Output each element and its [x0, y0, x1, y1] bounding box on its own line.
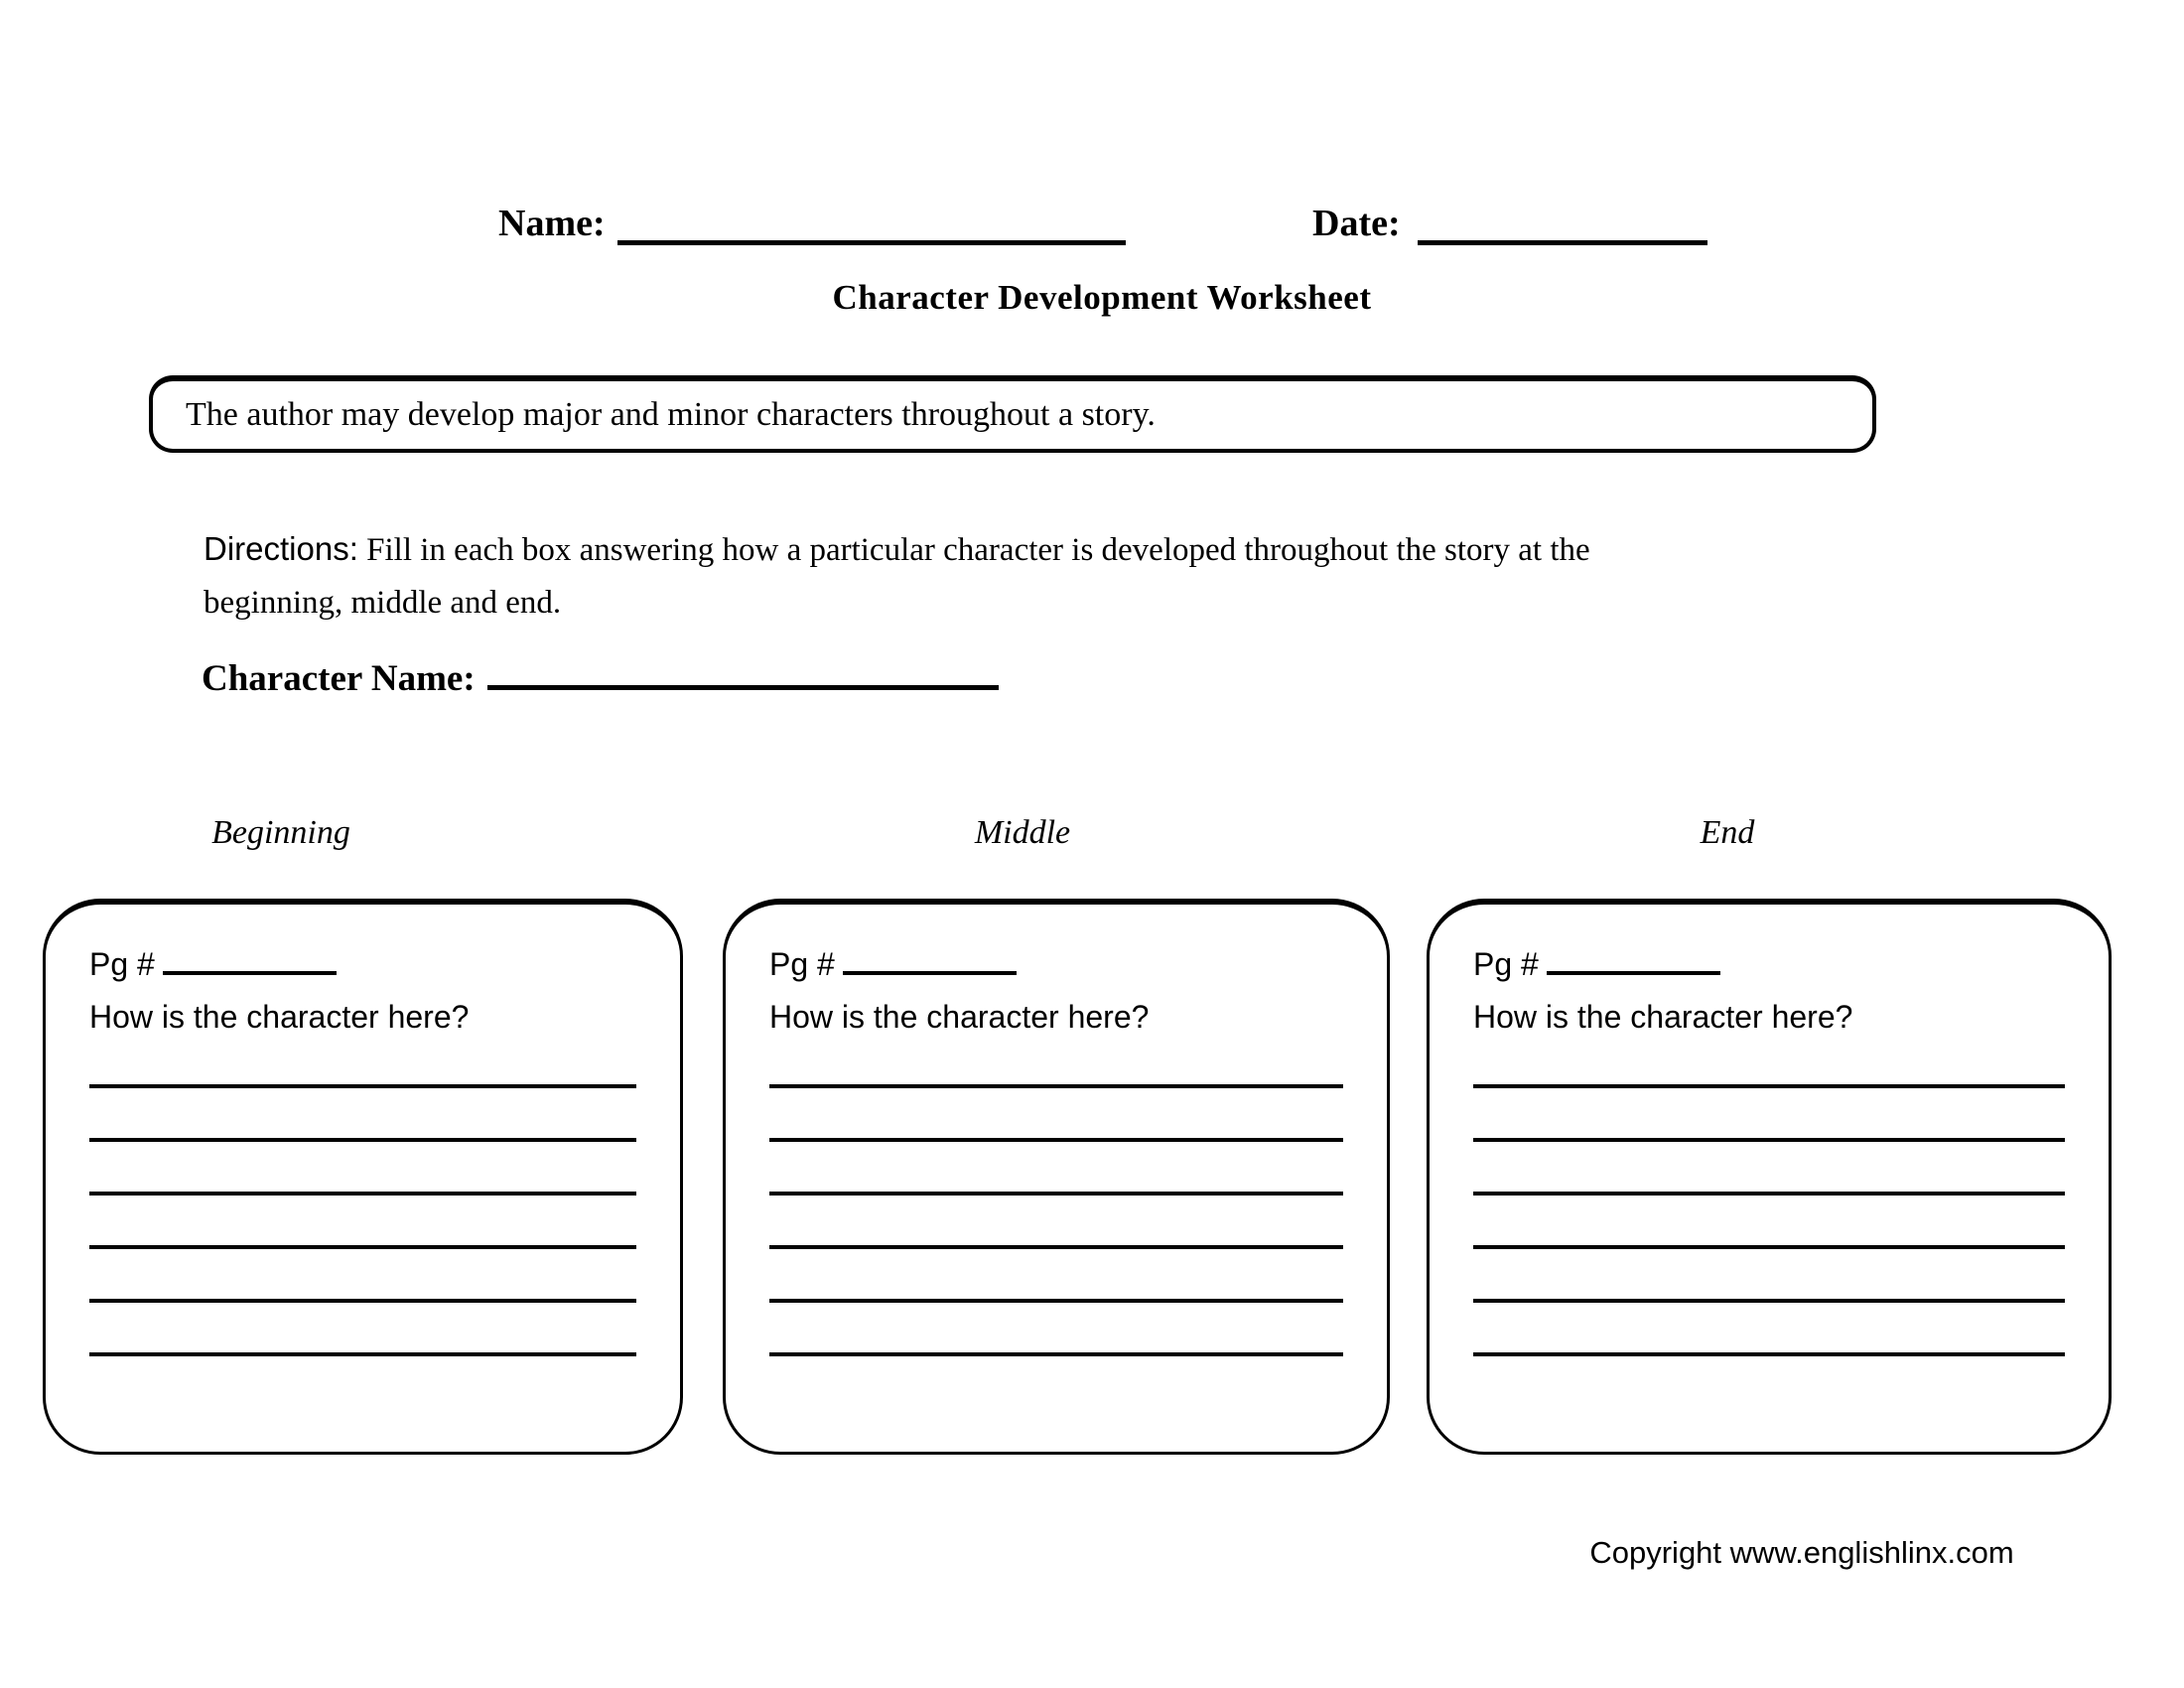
writing-line [89, 1084, 636, 1088]
character-prompt: How is the character here? [769, 999, 1150, 1035]
character-prompt: How is the character here? [1473, 999, 1853, 1035]
writing-line [89, 1299, 636, 1303]
writing-line [769, 1352, 1343, 1356]
writing-line [1473, 1245, 2065, 1249]
writing-line [1473, 1299, 2065, 1303]
writing-line [1473, 1084, 2065, 1088]
page-number-blank-line [1546, 945, 1720, 975]
writing-line [769, 1084, 1343, 1088]
writing-lines [89, 1084, 636, 1356]
date-blank-line [1418, 207, 1707, 245]
character-prompt: How is the character here? [89, 999, 470, 1035]
page-number-blank-line [162, 945, 337, 975]
writing-line [89, 1192, 636, 1196]
writing-line [1473, 1352, 2065, 1356]
writing-line [769, 1245, 1343, 1249]
writing-line [1473, 1138, 2065, 1142]
callout-text: The author may develop major and minor c… [186, 396, 1156, 433]
character-box-end: Pg # How is the character here? [1427, 899, 2112, 1455]
directions-text-1: Fill in each box answering how a particu… [366, 532, 1590, 568]
directions-label: Directions: [204, 530, 358, 567]
writing-line [769, 1138, 1343, 1142]
character-name-blank-line [486, 655, 999, 690]
writing-lines [1473, 1084, 2065, 1356]
directions-line-1: Directions: Fill in each box answering h… [204, 522, 1871, 577]
character-box-middle: Pg # How is the character here? [723, 899, 1390, 1455]
character-box-beginning: Pg # How is the character here? [43, 899, 683, 1455]
date-label: Date: [1312, 203, 1401, 244]
page-number-label: Pg # [769, 946, 835, 982]
copyright-text: Copyright www.englishlinx.com [1589, 1535, 2014, 1570]
page-number-label: Pg # [1473, 946, 1539, 982]
writing-line [769, 1299, 1343, 1303]
page-number-label: Pg # [89, 946, 155, 982]
page-number-row: Pg # [769, 944, 1343, 984]
callout-box: The author may develop major and minor c… [149, 375, 1876, 453]
directions-text-2: beginning, middle and end. [204, 585, 562, 621]
section-heading-end: End [1700, 814, 1755, 851]
section-heading-beginning: Beginning [211, 814, 350, 851]
writing-line [89, 1245, 636, 1249]
writing-line [89, 1138, 636, 1142]
character-name-label: Character Name: [202, 658, 476, 699]
writing-lines [769, 1084, 1343, 1356]
page-title: Character Development Worksheet [832, 278, 1372, 317]
name-blank-line [617, 207, 1126, 245]
character-name-row: Character Name: [202, 655, 999, 700]
page-number-blank-line [842, 945, 1017, 975]
writing-line [1473, 1192, 2065, 1196]
name-label: Name: [498, 203, 606, 244]
writing-line [89, 1352, 636, 1356]
page-number-row: Pg # [1473, 944, 2065, 984]
section-heading-middle: Middle [974, 814, 1071, 851]
writing-line [769, 1192, 1343, 1196]
page-number-row: Pg # [89, 944, 636, 984]
directions: Directions: Fill in each box answering h… [204, 522, 1871, 630]
